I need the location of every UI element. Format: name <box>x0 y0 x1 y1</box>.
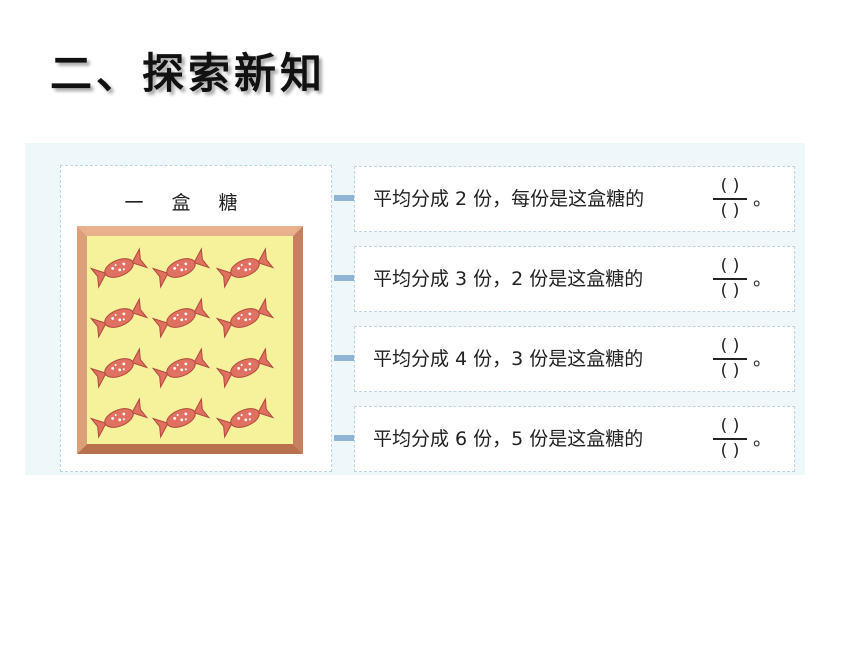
fraction-denominator-blank[interactable]: ( ) <box>720 361 740 381</box>
candy-icon <box>215 347 275 389</box>
question-text: 平均分成 3 份，2 份是这盒糖的 <box>373 268 644 290</box>
fraction-numerator-blank[interactable]: ( ) <box>720 256 740 276</box>
candy-icon <box>151 347 211 389</box>
candy-icon <box>215 247 275 289</box>
question-text: 平均分成 4 份，3 份是这盒糖的 <box>373 348 644 370</box>
blank-fraction[interactable]: ( ) ( ) <box>710 256 750 302</box>
row-connector-4 <box>334 435 354 441</box>
tray-frame-left <box>77 226 87 454</box>
candy-icon <box>89 397 149 439</box>
candy-icon <box>89 347 149 389</box>
candy-icon <box>151 397 211 439</box>
sentence-period: 。 <box>753 348 773 370</box>
fraction-question-row: 平均分成 2 份，每份是这盒糖的 ( ) ( ) 。 <box>354 166 795 232</box>
row-connector-3 <box>334 355 354 361</box>
fraction-bar <box>713 198 747 200</box>
sentence-period: 。 <box>753 188 773 210</box>
tray-frame-back <box>77 226 303 236</box>
fraction-denominator-blank[interactable]: ( ) <box>720 281 740 301</box>
candy-box-label: 一盒糖 <box>124 192 266 214</box>
fraction-denominator-blank[interactable]: ( ) <box>720 441 740 461</box>
blank-fraction[interactable]: ( ) ( ) <box>710 416 750 462</box>
sentence-period: 。 <box>753 428 773 450</box>
blank-fraction[interactable]: ( ) ( ) <box>710 336 750 382</box>
candy-icon <box>215 397 275 439</box>
candy-icon <box>89 247 149 289</box>
fraction-bar <box>713 358 747 360</box>
candy-icon <box>151 247 211 289</box>
question-text: 平均分成 2 份，每份是这盒糖的 <box>373 188 645 210</box>
fraction-question-row: 平均分成 4 份，3 份是这盒糖的 ( ) ( ) 。 <box>354 326 795 392</box>
fraction-numerator-blank[interactable]: ( ) <box>720 416 740 436</box>
fraction-question-row: 平均分成 6 份，5 份是这盒糖的 ( ) ( ) 。 <box>354 406 795 472</box>
fraction-denominator-blank[interactable]: ( ) <box>720 201 740 221</box>
fraction-numerator-blank[interactable]: ( ) <box>720 336 740 356</box>
candy-icon <box>215 297 275 339</box>
question-text: 平均分成 6 份，5 份是这盒糖的 <box>373 428 644 450</box>
blank-fraction[interactable]: ( ) ( ) <box>710 176 750 222</box>
sentence-period: 。 <box>753 268 773 290</box>
tray-frame-right <box>293 226 303 454</box>
candy-icon <box>89 297 149 339</box>
row-connector-2 <box>334 275 354 281</box>
candy-icon <box>151 297 211 339</box>
candy-tray-illustration <box>77 226 303 454</box>
fraction-question-row: 平均分成 3 份，2 份是这盒糖的 ( ) ( ) 。 <box>354 246 795 312</box>
fraction-bar <box>713 438 747 440</box>
page-title: 二、探索新知 <box>50 49 327 98</box>
candy-group <box>89 247 275 439</box>
row-connector-1 <box>334 195 354 201</box>
fraction-numerator-blank[interactable]: ( ) <box>720 176 740 196</box>
fraction-bar <box>713 278 747 280</box>
tray-frame-front <box>77 444 303 454</box>
